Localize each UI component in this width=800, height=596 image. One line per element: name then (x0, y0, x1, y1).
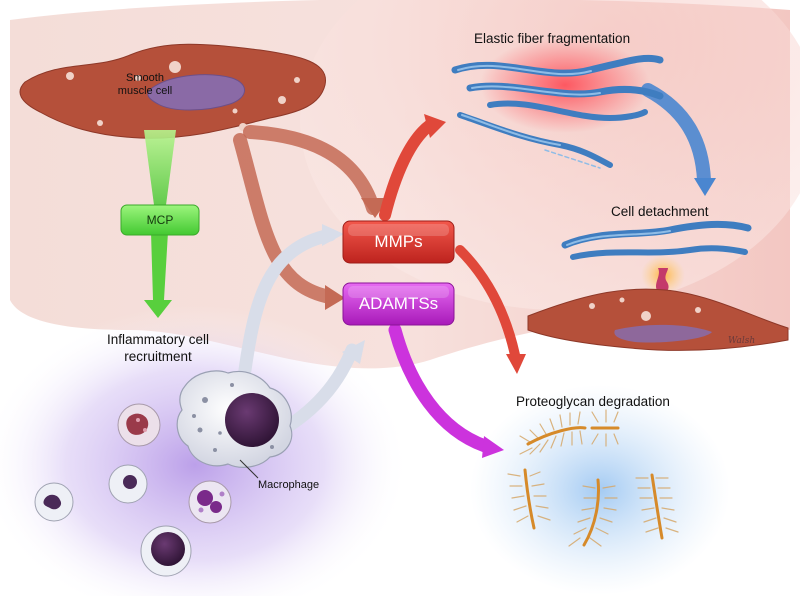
elastic-fiber-label: Elastic fiber fragmentation (474, 31, 631, 46)
smooth-muscle-cell-icon (19, 43, 326, 139)
inflammatory-label-line2: recruitment (124, 349, 192, 364)
elastic-fiber-lower-icon (561, 220, 752, 260)
inflammatory-cell-4-icon (188, 480, 232, 524)
mmps-to-fiber-arrow (379, 119, 436, 221)
mcp-arrow (144, 130, 176, 318)
smc-to-adamts-arrow (233, 133, 337, 304)
inflammatory-cell-3-icon (34, 482, 74, 522)
integrin-icon (656, 268, 669, 294)
smooth-muscle-cell-label-line2: muscle cell (117, 85, 173, 97)
fragmentation-glow (480, 37, 650, 133)
inflammatory-cell-2-icon (108, 464, 148, 504)
adamts-box (342, 282, 455, 326)
mmps-box (342, 220, 455, 264)
cell-detachment-label: Cell detachment (611, 204, 709, 219)
inflammatory-cell-5-icon (140, 525, 192, 577)
mmps-to-proteoglycan-arrow (455, 245, 520, 360)
macrophage-icon (176, 370, 293, 479)
proteoglycan-icon (507, 409, 679, 547)
inflammatory-recruitment-label: Inflammatory cell recruitment (83, 331, 233, 365)
smooth-muscle-cell-label-line1: Smooth (126, 72, 164, 84)
macrophage-to-mmps-arrow (238, 228, 337, 377)
adamtss-label: ADAMTSs (358, 294, 439, 313)
proteoglycan-label: Proteoglycan degradation (516, 394, 670, 409)
mcp-label: MCP (146, 213, 174, 227)
adamts-to-proteoglycan-arrow (388, 323, 492, 453)
mmps-label: MMPs (374, 232, 423, 251)
inflammatory-label-line1: Inflammatory cell (106, 332, 210, 347)
macrophage-to-adamts-arrow (283, 343, 359, 432)
macrophage-label: Macrophage (258, 479, 320, 491)
inflammatory-cell-icon (117, 403, 161, 447)
elastic-fiber-icon (451, 54, 664, 169)
artist-signature: Walsh (728, 336, 755, 346)
mcp-box (120, 204, 200, 236)
detached-cell-icon (527, 288, 789, 351)
smooth-muscle-cell-label: Smooth muscle cell (100, 72, 190, 98)
smc-to-mmps-arrow (243, 125, 380, 215)
